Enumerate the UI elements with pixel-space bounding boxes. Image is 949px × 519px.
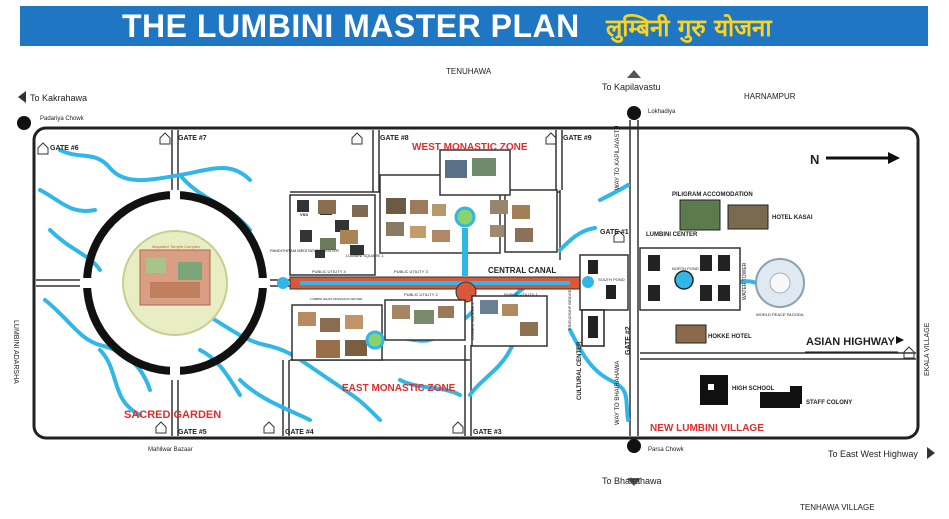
label-hokke-hotel: HOKKE HOTEL (708, 334, 752, 340)
temple-lawn (178, 262, 202, 280)
label-parsa-chowk: Parsa Chowk (648, 447, 685, 453)
title-english: THE LUMBINI MASTER PLAN (122, 8, 580, 44)
north-pond (674, 270, 694, 290)
label-public-utility-2: PUBLIC UTILITY 2 (404, 292, 438, 297)
label-gate-2: GATE #2 (625, 326, 632, 355)
label-north-pond: NORTH POND (672, 266, 699, 271)
label-harnampur: HARNAMPUR (744, 92, 796, 101)
label-tenuhawa: TENUHAWA (446, 67, 492, 76)
hotel-kasai-photo (727, 204, 769, 230)
label-south-pond: SOUTH POND (598, 277, 625, 282)
label-piligram-accomodation: PILIGRAM ACCOMODATION (672, 192, 753, 198)
cultural-center-core (588, 316, 598, 338)
label-staff-colony: STAFF COLONY (806, 400, 852, 406)
high-school-window (708, 384, 714, 390)
temple-building (150, 282, 200, 298)
label-pandithram: PANDITHRAM MEDITATION CENTER (270, 248, 339, 253)
lumbini-center-buildings (588, 255, 730, 301)
label-public-utility-3: PUBLIC UTILITY 3 (394, 269, 428, 274)
label-cultural-center: CULTURAL CENTER (577, 341, 583, 400)
arrow-up-icon (627, 70, 641, 78)
label-way-to-bhairahawa: WAY TO BHAIRAHAWA (615, 361, 621, 425)
west-monastic-photos (318, 158, 533, 250)
label-to-east-west-highway: To East West Highway (828, 449, 918, 459)
label-friendship-bridge: FRIENDSHIP BRIDGE (567, 289, 572, 330)
arrow-left-icon (18, 91, 26, 103)
asian-highway-arrow-icon (896, 336, 904, 344)
staff-colony-block-2 (790, 386, 802, 404)
label-north: N (810, 152, 819, 167)
label-vipassana: LUMBINI DHAM VIPASSANA CENTER (310, 297, 363, 301)
label-ekala-village: EKALA VILLAGE (924, 322, 931, 376)
label-gate-9: GATE #9 (563, 135, 592, 142)
label-west-monastic-zone: WEST MONASTIC ZONE (412, 142, 528, 153)
label-vss: VSS (300, 212, 308, 217)
location-markers (17, 106, 641, 453)
label-padariya-chowk: Padariya Chowk (40, 116, 85, 122)
lokhadiya-marker (627, 106, 641, 120)
label-gate-6: GATE #6 (50, 145, 79, 152)
label-east-monastic-zone: EAST MONASTIC ZONE (342, 383, 456, 394)
label-public-utility-4: PUBLIC UTILITY 4 (312, 269, 346, 274)
piligram-accomodation-photo (679, 199, 721, 231)
eternal-flame (455, 281, 477, 303)
padariya-chowk-marker (17, 116, 31, 130)
label-tenhawa-village: TENHAWA VILLAGE (800, 503, 875, 512)
label-to-kapilavastu: To Kapilavastu (602, 82, 661, 92)
east-monastic-photos (298, 300, 538, 358)
label-public-utility-1: PUBLIC UTILITY 1 (504, 292, 538, 297)
east-central-pond (365, 330, 385, 350)
arrow-right-icon (927, 447, 935, 459)
temple-garden (146, 258, 166, 273)
label-high-school: HIGH SCHOOL (732, 386, 775, 392)
label-mahilwar-bazaar: Mahilwar Bazaar (148, 447, 193, 453)
label-to-kakrahawa: To Kakrahawa (30, 93, 87, 103)
label-gate-5: GATE #5 (178, 429, 207, 436)
label-new-lumbini-village: NEW LUMBINI VILLAGE (650, 423, 764, 434)
label-gate-4: GATE #4 (285, 429, 314, 436)
south-pond (582, 276, 594, 288)
label-lokhadiya: Lokhadiya (648, 109, 676, 115)
parsa-chowk-marker (627, 439, 641, 453)
staff-colony-block (760, 392, 802, 402)
label-lumbini-adarsha: LUMBINI ADARSHA (12, 320, 19, 384)
label-gate-1: GATE #1 (600, 229, 629, 236)
label-mayadevi-temple: Mayadevi Temple Complex (152, 244, 200, 249)
canal-water (300, 281, 570, 285)
label-lumbini-square-2: LUMBINI SQUARE 2 (470, 302, 475, 340)
label-central-canal: CENTRAL CANAL (488, 266, 556, 275)
title-banner: THE LUMBINI MASTER PLAN लुम्बिनी गुरु यो… (20, 6, 928, 46)
label-to-bhairahawa: To Bhairahawa (602, 476, 662, 486)
label-gate-3: GATE #3 (473, 429, 502, 436)
pagoda-stupa (769, 272, 791, 294)
label-way-to-kapilavastu: WAY TO KAPILAVASTU (615, 126, 621, 190)
label-sacred-garden: SACRED GARDEN (124, 409, 221, 421)
west-channel (462, 228, 468, 276)
gate-icons (37, 132, 915, 434)
label-water-tower: WATER TOWER (742, 262, 748, 300)
lumbini-pond (277, 277, 289, 289)
west-central-pond (454, 206, 476, 228)
arrow-down-icon (627, 478, 641, 486)
label-lumbini-center: LUMBINI CENTER (646, 232, 698, 238)
north-arrow-head-icon (888, 152, 900, 164)
label-world-peace-pagoda: WORLD PEACE PAGODA (756, 312, 804, 317)
label-asian-highway: ASIAN HIGHWAY (806, 336, 895, 348)
label-hotel-kasai: HOTEL KASAI (772, 215, 813, 221)
title-nepali: लुम्बिनी गुरु योजना (606, 14, 772, 42)
hokke-hotel-photo (675, 324, 707, 344)
label-lumbini-square-1: LUMBINI SQUARE 1 (346, 253, 384, 258)
label-gate-7: GATE #7 (178, 135, 207, 142)
site-boundary (32, 126, 920, 440)
label-gate-8: GATE #8 (380, 135, 409, 142)
